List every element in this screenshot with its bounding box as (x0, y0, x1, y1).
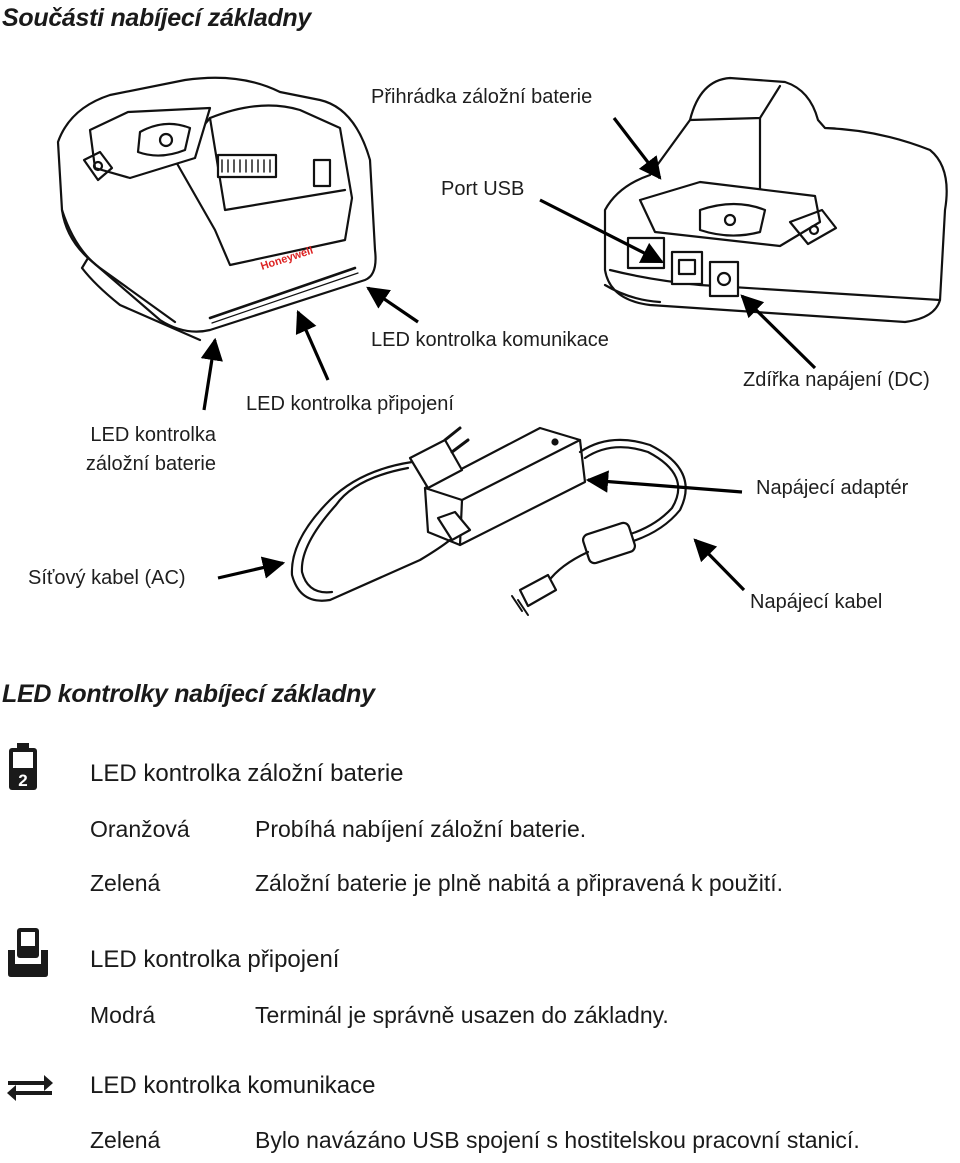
status-description: Bylo navázáno USB spojení s hostitelskou… (255, 1127, 860, 1153)
color-label: Modrá (90, 1002, 156, 1028)
battery-2-icon: 2 (9, 743, 37, 790)
arrow-backup-bay (612, 117, 662, 180)
arrow-usb-port (539, 198, 664, 264)
arrow-dock-led (295, 309, 330, 381)
label-ac-cord: Síťový kabel (AC) (28, 567, 186, 589)
label-comm-led: LED kontrolka komunikace (371, 329, 609, 351)
arrow-ac-cord (217, 556, 286, 580)
color-label: Zelená (90, 1127, 161, 1153)
label-dock-led: LED kontrolka připojení (246, 393, 454, 415)
label-backup-led-line1: LED kontrolka (90, 424, 216, 446)
svg-text:2: 2 (18, 771, 27, 790)
label-backup-bay: Přihrádka záložní baterie (371, 86, 593, 108)
color-label: Oranžová (90, 816, 190, 842)
label-usb-port: Port USB (441, 178, 525, 200)
power-adapter-drawing (423, 426, 587, 547)
section-title-components: Součásti nabíjecí základny (2, 4, 311, 32)
ac-cord-drawing (290, 426, 470, 602)
arrow-backup-led (200, 337, 223, 411)
arrow-comm-led (366, 286, 419, 324)
arrow-power-cable (693, 538, 746, 592)
status-description: Záložní baterie je plně nabitá a připrav… (255, 870, 784, 896)
arrow-dc-jack (740, 294, 817, 370)
label-power-cable: Napájecí kabel (750, 591, 883, 613)
arrow-adapter (585, 470, 743, 494)
status-description: Terminál je správně usazen do základny. (255, 1002, 669, 1028)
group-title-dock-led: LED kontrolka připojení (90, 946, 340, 973)
base-front-view (56, 76, 377, 342)
status-description: Probíhá nabíjení záložní baterie. (255, 816, 587, 842)
dc-cable-drawing (511, 438, 687, 616)
docked-terminal-icon (8, 928, 48, 977)
group-title-backup-led: LED kontrolka záložní baterie (90, 760, 404, 787)
label-dc-jack: Zdířka napájení (DC) (743, 369, 930, 391)
communication-arrows-icon (7, 1075, 53, 1101)
label-adapter: Napájecí adaptér (756, 477, 909, 499)
charging-base-illustration: Honeywell (56, 76, 948, 616)
section-title-leds: LED kontrolky nabíjecí základny (2, 680, 375, 708)
label-backup-led-line2: záložní baterie (85, 453, 216, 475)
base-back-view (603, 76, 948, 324)
color-label: Zelená (90, 870, 161, 896)
group-title-comm-led: LED kontrolka komunikace (90, 1072, 376, 1099)
callout-arrows (200, 117, 817, 592)
